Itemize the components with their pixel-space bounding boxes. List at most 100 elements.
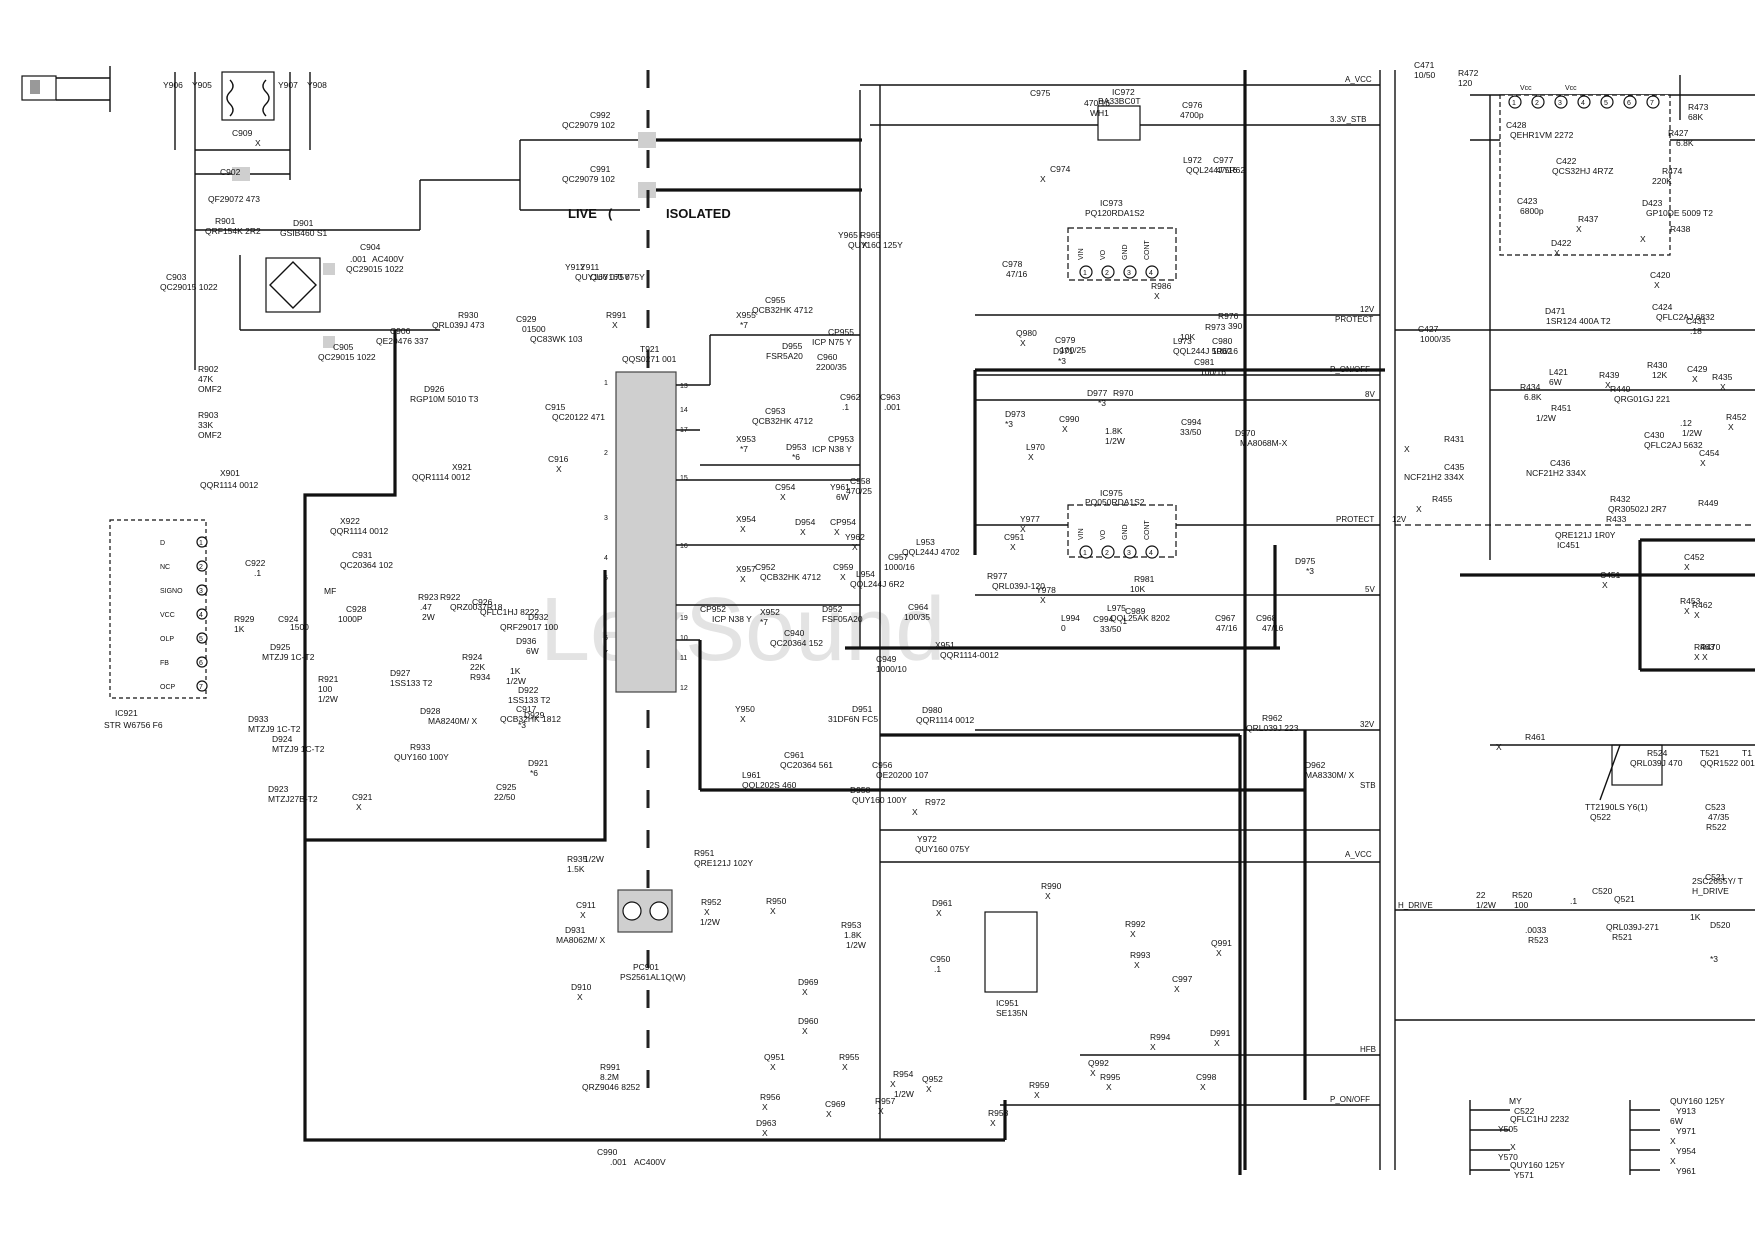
- component-label: R449: [1698, 498, 1719, 508]
- component-label: QCB32HK 1812: [500, 714, 561, 724]
- ic975-pin-number: 1: [1083, 550, 1087, 557]
- component-label: L954: [856, 569, 875, 579]
- component-label: R972: [925, 797, 946, 807]
- component-label: C926: [472, 597, 493, 607]
- component-label: NCF21H2 334X: [1404, 472, 1464, 482]
- ic975-pin-number: 4: [1149, 550, 1153, 557]
- component-label: C949: [876, 654, 897, 664]
- component-label: 2200/35: [816, 362, 847, 372]
- xf-left-pin: 7: [604, 650, 608, 657]
- component-label: 1.8K: [1105, 426, 1123, 436]
- net-label-h_drive: H_DRIVE: [1398, 901, 1433, 910]
- component-label: 1SS133 T2: [390, 678, 433, 688]
- component-label: D975: [1295, 556, 1316, 566]
- component-label: 1/2W: [1476, 900, 1496, 910]
- component-label: C451: [1600, 570, 1621, 580]
- component-label: 4700p: [1180, 110, 1204, 120]
- net-label-p_on_off2: P_ON/OFF: [1330, 1095, 1370, 1104]
- component-label: R921: [318, 674, 339, 684]
- component-label: 6W: [1670, 1116, 1683, 1126]
- component-label: QC29079 102: [562, 174, 615, 184]
- component-label: X: [577, 992, 583, 1002]
- component-label: X: [802, 1026, 808, 1036]
- component-label: *6: [792, 452, 800, 462]
- component-label: QRZ0037R18: [450, 602, 503, 612]
- component-label: X: [842, 1062, 848, 1072]
- component-label: X: [1670, 1136, 1676, 1146]
- component-label: X: [912, 807, 918, 817]
- component-label: X: [1216, 948, 1222, 958]
- component-label: Y961: [830, 482, 850, 492]
- xf-right-pin: 12: [680, 685, 688, 692]
- component-label: D971: [1053, 346, 1074, 356]
- component-label: 470/25: [846, 486, 872, 496]
- component-label: X: [1496, 742, 1502, 752]
- component-label: 47/16: [1262, 623, 1284, 633]
- ic921-pin-name: D: [160, 540, 165, 547]
- component-label: C922: [245, 558, 266, 568]
- component-label: C969: [825, 1099, 846, 1109]
- component-label: MA8240M/ X: [428, 716, 477, 726]
- component-label: D520: [1710, 920, 1731, 930]
- secondary-wiring: [676, 70, 1396, 1175]
- component-label: R463: [1694, 642, 1715, 652]
- component-label: R438: [1670, 224, 1691, 234]
- net-label-hfb: HFB: [1360, 1045, 1376, 1054]
- svg-text:QQS0271 001: QQS0271 001: [622, 354, 677, 364]
- svg-text:PC901: PC901: [633, 962, 659, 972]
- component-label: R430: [1647, 360, 1668, 370]
- component-label: X: [1200, 1082, 1206, 1092]
- y-capacitors: [420, 132, 862, 211]
- component-label: C962: [840, 392, 861, 402]
- component-label: 100/35: [904, 612, 930, 622]
- component-label: C429: [1687, 364, 1708, 374]
- component-label: C981: [1194, 357, 1215, 367]
- component-label: R432: [1610, 494, 1631, 504]
- component-label: 1/2W: [1682, 428, 1702, 438]
- ic921-pin: [196, 584, 208, 596]
- component-label: R951: [694, 848, 715, 858]
- component-label: D970: [1235, 428, 1256, 438]
- component-label: D423: [1642, 198, 1663, 208]
- component-label: X: [800, 527, 806, 537]
- svg-text:IC973: IC973: [1100, 198, 1123, 208]
- component-label: Q991: [1211, 938, 1232, 948]
- component-label: QQR1114 0012: [412, 472, 471, 482]
- ic-right-pin-number: 7: [1650, 100, 1654, 107]
- component-label: D962: [1305, 760, 1326, 770]
- component-label: QRL039J 470: [1630, 758, 1683, 768]
- component-label: X: [1174, 984, 1180, 994]
- component-label: C961: [784, 750, 805, 760]
- component-label: C520: [1592, 886, 1613, 896]
- component-label: QFLC1HJ 2232: [1510, 1114, 1569, 1124]
- component-label: D977: [1087, 388, 1108, 398]
- component-label: D958: [850, 785, 871, 795]
- component-label: R990: [1041, 881, 1062, 891]
- component-label: 68K: [1688, 112, 1703, 122]
- component-label: Y962: [845, 532, 865, 542]
- ic975-pin-name: VO: [1100, 529, 1107, 540]
- component-label: H_DRIVE: [1692, 886, 1729, 896]
- component-label: D960: [798, 1016, 819, 1026]
- component-label: X: [1728, 422, 1734, 432]
- component-label: Y908: [307, 80, 327, 90]
- component-label: 100: [318, 684, 332, 694]
- component-label: 1/2W: [894, 1089, 914, 1099]
- component-label: 0: [1061, 623, 1066, 633]
- component-label: AC400V: [372, 254, 404, 264]
- component-label: Y972: [917, 834, 937, 844]
- component-label: QCB32HK 4712: [760, 572, 821, 582]
- net-label-v32: 32V: [1360, 720, 1375, 729]
- component-label: X: [1020, 338, 1026, 348]
- component-label: D952: [822, 604, 843, 614]
- component-label: X953: [736, 434, 756, 444]
- component-label: 33K: [198, 420, 213, 430]
- component-label: R930: [458, 310, 479, 320]
- component-label: D980: [922, 705, 943, 715]
- component-label: R474: [1662, 166, 1683, 176]
- ic975-pin-number: 2: [1105, 550, 1109, 557]
- component-label: .47: [420, 602, 432, 612]
- vcc-label: Vcc: [1565, 85, 1577, 92]
- ic921-pin: [196, 608, 208, 620]
